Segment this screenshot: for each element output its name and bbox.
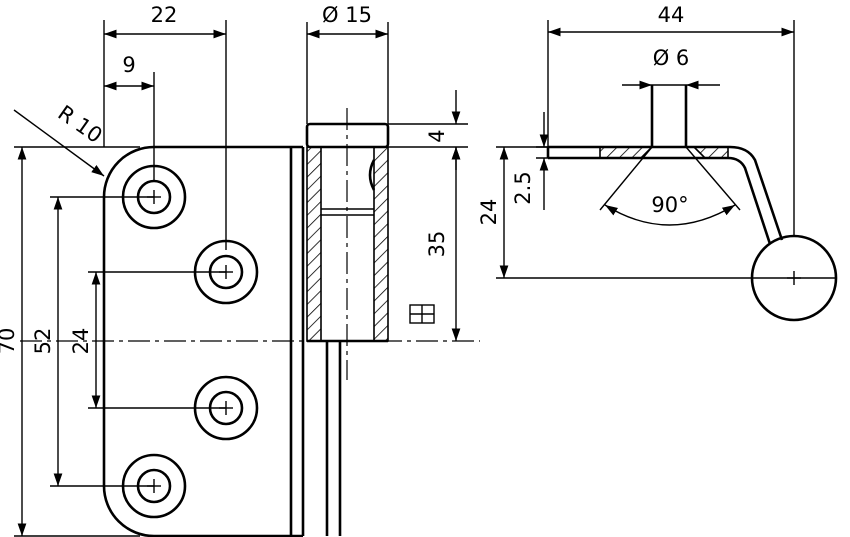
hinge-side-view	[546, 85, 838, 322]
knuckle-section	[305, 108, 390, 380]
dim-24-left-label: 24	[69, 328, 93, 355]
dim-70: 70	[0, 146, 140, 537]
dim-44-label: 44	[658, 3, 685, 27]
dim-35: 35	[425, 147, 461, 341]
dim-4-label: 4	[425, 129, 449, 142]
dim-angle-90-label: 90°	[651, 193, 688, 217]
dim-r10-label: R 10	[53, 101, 106, 148]
side-plate-strip	[548, 145, 784, 241]
dim-22: 22	[103, 3, 227, 250]
dim-35-label: 35	[425, 231, 449, 258]
dim-22-label: 22	[151, 3, 178, 27]
sleeve-notch	[368, 159, 376, 191]
countersink-left	[599, 146, 654, 159]
dim-2-5: 2.5	[511, 112, 600, 210]
dim-44: 44	[547, 3, 795, 236]
dim-9: 9	[104, 53, 155, 180]
dim-r10: R 10	[13, 101, 107, 177]
countersink-right	[692, 146, 729, 159]
dim-dia-15: Ø 15	[306, 3, 389, 124]
dim-9-label: 9	[122, 53, 135, 77]
dim-angle-90: 90°	[599, 146, 741, 226]
sleeve-wall-right	[373, 146, 389, 342]
dim-24-side: 24	[477, 146, 836, 279]
dim-dia-15-label: Ø 15	[322, 3, 372, 27]
dim-24-left: 24	[69, 271, 226, 409]
dim-52-label: 52	[31, 328, 55, 355]
dim-2-5-label: 2.5	[511, 171, 535, 204]
dim-dia-6: Ø 6	[622, 46, 720, 90]
surface-finish-symbol	[409, 304, 435, 324]
dim-52: 52	[31, 196, 154, 487]
sleeve-wall-left	[306, 146, 322, 342]
dim-dia-6-label: Ø 6	[653, 46, 690, 70]
dim-24-side-label: 24	[477, 199, 501, 226]
dim-70-label: 70	[0, 328, 19, 355]
